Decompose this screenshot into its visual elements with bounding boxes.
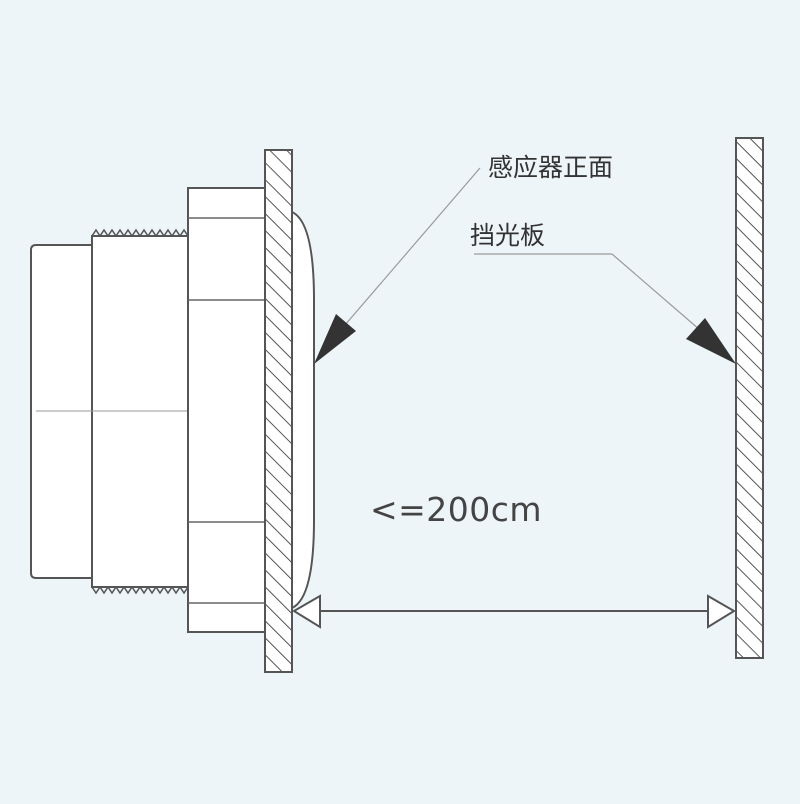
- sensor-front-arrowhead: [314, 314, 356, 364]
- baffle-arrowhead: [686, 318, 736, 364]
- sensor-front-label: 感应器正面: [488, 153, 614, 182]
- dimension-arrow-left: [292, 594, 321, 629]
- mounting-panel: [264, 149, 293, 673]
- sensor-flange: [187, 187, 267, 633]
- sensor-thread-top: [91, 228, 189, 238]
- baffle-panel: [735, 137, 764, 659]
- baffle-label: 挡光板: [470, 221, 546, 250]
- sensor-thread-bottom: [91, 585, 189, 595]
- sensor-body: [30, 187, 315, 633]
- sensor-front-lens: [291, 210, 315, 610]
- dimension-arrow-right: [707, 594, 736, 629]
- baffle-leader: [474, 253, 736, 364]
- distance-dimension: [292, 594, 736, 629]
- distance-label: <=200cm: [370, 490, 543, 529]
- sensor-front-leader: [314, 167, 481, 364]
